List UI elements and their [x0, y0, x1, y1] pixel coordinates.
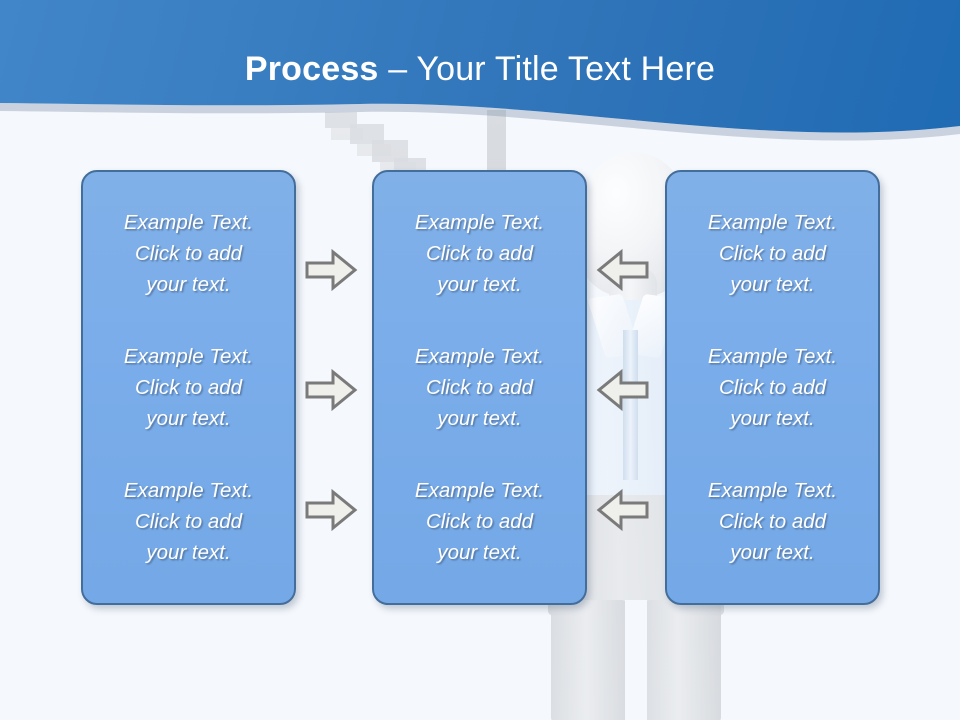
text-placeholder[interactable]: Example Text. Click to add your text.	[414, 344, 545, 430]
figure-collar-left	[587, 293, 641, 359]
arrow-left-icon[interactable]	[596, 248, 649, 292]
text-placeholder[interactable]: Example Text. Click to add your text.	[707, 479, 838, 565]
page-title: Process – Your Title Text Here	[0, 48, 960, 90]
stairs-step-1	[325, 112, 357, 128]
text-placeholder[interactable]: Example Text. Click to add your text.	[707, 344, 838, 430]
arrow-left-icon[interactable]	[596, 368, 649, 412]
text-placeholder[interactable]: Example Text. Click to add your text.	[414, 210, 545, 296]
text-placeholder[interactable]: Example Text. Click to add your text.	[123, 479, 254, 565]
figure-leg-gap	[625, 600, 647, 720]
process-column-1[interactable]: Example Text. Click to add your text. Ex…	[81, 170, 296, 605]
figure-right-leg	[643, 600, 721, 720]
text-placeholder[interactable]: Example Text. Click to add your text.	[707, 210, 838, 296]
page-title-rest: – Your Title Text Here	[378, 50, 716, 88]
text-placeholder[interactable]: Example Text. Click to add your text.	[123, 344, 254, 430]
arrow-right-icon[interactable]	[305, 488, 358, 532]
arrow-right-icon[interactable]	[305, 248, 358, 292]
arrow-right-icon[interactable]	[305, 368, 358, 412]
stairs-step-3	[372, 140, 408, 162]
figure-left-leg	[551, 600, 629, 720]
process-column-2[interactable]: Example Text. Click to add your text. Ex…	[372, 170, 587, 605]
page-title-bold: Process	[244, 50, 379, 88]
process-column-3[interactable]: Example Text. Click to add your text. Ex…	[665, 170, 880, 605]
stairs-step-2	[350, 124, 384, 144]
arrow-left-icon[interactable]	[596, 488, 649, 532]
text-placeholder[interactable]: Example Text. Click to add your text.	[123, 210, 254, 296]
stairs-step-2-shadow	[357, 144, 391, 156]
text-placeholder[interactable]: Example Text. Click to add your text.	[414, 479, 545, 565]
stairs-step-1-shadow	[331, 128, 363, 140]
